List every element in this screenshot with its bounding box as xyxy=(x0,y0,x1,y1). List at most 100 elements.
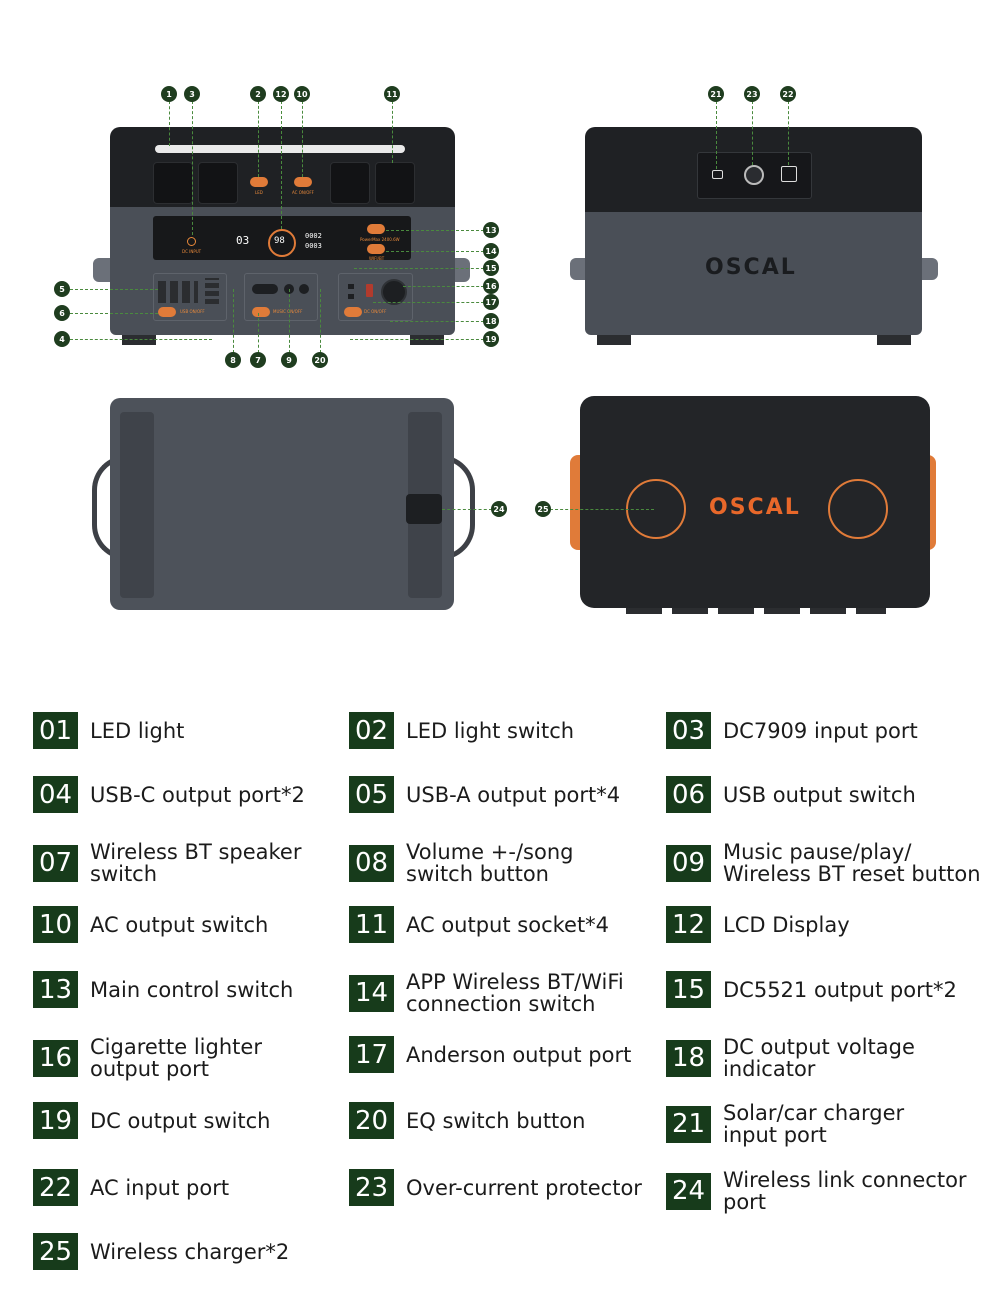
leader-13 xyxy=(386,230,484,231)
legend-num: 05 xyxy=(349,776,394,813)
ac-input-port[interactable] xyxy=(781,166,797,182)
leader-18 xyxy=(390,321,484,322)
lcd-center-value: 98 xyxy=(274,236,285,246)
leader-5 xyxy=(70,289,158,290)
back-view: OSCAL 21 23 22 xyxy=(540,0,1000,380)
callout-15: 15 xyxy=(483,260,499,276)
bottom-panel xyxy=(110,398,454,610)
legend-label: LED light xyxy=(90,718,185,743)
callout-2: 2 xyxy=(250,86,266,102)
legend-num: 20 xyxy=(349,1102,394,1139)
callout-17: 17 xyxy=(483,294,499,310)
music-panel xyxy=(244,273,318,321)
legend-label: Solar/car charger input port xyxy=(723,1101,905,1147)
callout-19: 19 xyxy=(483,331,499,347)
legend-label: Cigarette lighter output port xyxy=(90,1035,262,1081)
leader-8 xyxy=(233,289,234,353)
legend-item-23: 23 Over-current protector xyxy=(349,1169,642,1206)
legend-label: Wireless BT speaker switch xyxy=(90,840,302,886)
top-view: OSCAL 25 xyxy=(535,390,1000,630)
over-current-protector[interactable] xyxy=(744,165,764,185)
dc-onoff-label: DC ON/OFF xyxy=(364,309,387,314)
legend-label: LCD Display xyxy=(723,912,850,937)
legend-label: Wireless charger*2 xyxy=(90,1239,290,1264)
leader-25 xyxy=(550,509,654,510)
callout-22: 22 xyxy=(780,86,796,102)
legend-item-05: 05 USB-A output port*4 xyxy=(349,776,620,813)
legend-item-01: 01 LED light xyxy=(33,712,184,749)
ac-socket-3 xyxy=(330,162,370,204)
dc-output-switch[interactable] xyxy=(344,307,362,317)
main-control-switch[interactable] xyxy=(367,224,385,234)
legend-num: 21 xyxy=(666,1105,711,1143)
legend-label: AC output switch xyxy=(90,912,269,937)
eq-button[interactable] xyxy=(299,284,309,294)
volume-buttons[interactable] xyxy=(252,284,278,294)
music-onoff-label: MUSIC ON/OFF xyxy=(273,309,303,314)
ac-output-switch-button[interactable] xyxy=(294,177,312,187)
leader-3 xyxy=(192,101,193,235)
usb-a-ports[interactable] xyxy=(158,281,198,303)
leader-11 xyxy=(392,101,393,163)
legend-label: USB-A output port*4 xyxy=(406,782,621,807)
back-lower-panel xyxy=(585,212,922,335)
legend-label: Wireless link connector port xyxy=(723,1168,967,1214)
bottom-view: 24 xyxy=(0,390,520,630)
wifi-bt-label: WIFI/BT xyxy=(369,256,385,261)
music-onoff-switch[interactable] xyxy=(252,307,270,317)
wifi-bt-switch[interactable] xyxy=(367,244,385,254)
callout-14: 14 xyxy=(483,243,499,259)
cigarette-lighter-port[interactable] xyxy=(381,279,407,305)
dc5521-ports[interactable] xyxy=(348,281,354,299)
dc-input-port[interactable] xyxy=(187,237,196,246)
ac-socket-2 xyxy=(198,162,238,204)
led-switch-button[interactable] xyxy=(250,177,268,187)
solar-car-input-port[interactable] xyxy=(712,170,723,179)
legend-item-12: 12 LCD Display xyxy=(666,906,850,943)
anderson-port[interactable] xyxy=(366,284,373,297)
legend-label: AC input port xyxy=(90,1175,230,1200)
legend-num: 02 xyxy=(349,712,394,749)
bottom-rail-left xyxy=(120,412,154,598)
callout-4: 4 xyxy=(54,331,70,347)
usb-onoff-label: USB ON/OFF xyxy=(180,309,205,314)
callout-20: 20 xyxy=(312,352,328,368)
leader-22 xyxy=(788,101,789,165)
legend-item-10: 10 AC output switch xyxy=(33,906,268,943)
back-handle-left xyxy=(570,258,588,280)
callout-10: 10 xyxy=(294,86,310,102)
back-foot-left xyxy=(597,335,631,345)
leader-19 xyxy=(350,339,484,340)
dc-panel xyxy=(338,273,413,321)
legend-num: 10 xyxy=(33,906,78,943)
legend-label: USB output switch xyxy=(723,782,916,807)
callout-21: 21 xyxy=(708,86,724,102)
leader-23 xyxy=(752,101,753,165)
legend-label: LED light switch xyxy=(406,718,575,743)
legend-num: 01 xyxy=(33,712,78,749)
front-view: LED AC ON/OFF DC INPUT 03 98 0002 0003 P… xyxy=(0,0,520,380)
usb-output-switch[interactable] xyxy=(158,307,176,317)
back-handle-right xyxy=(920,258,938,280)
legend-num: 06 xyxy=(666,776,711,813)
leader-7 xyxy=(258,313,259,353)
lcd-right-top: 0002 xyxy=(305,232,322,240)
wireless-link-connector[interactable] xyxy=(406,494,442,524)
lcd-right-bottom: 0003 xyxy=(305,242,322,250)
leader-16 xyxy=(403,286,484,287)
legend-item-06: 06 USB output switch xyxy=(666,776,916,813)
legend-label: Anderson output port xyxy=(406,1042,632,1067)
wireless-charger-right[interactable] xyxy=(828,479,888,539)
legend-num: 03 xyxy=(666,712,711,749)
usb-c-ports[interactable] xyxy=(205,278,219,304)
legend-label: DC5521 output port*2 xyxy=(723,977,957,1002)
